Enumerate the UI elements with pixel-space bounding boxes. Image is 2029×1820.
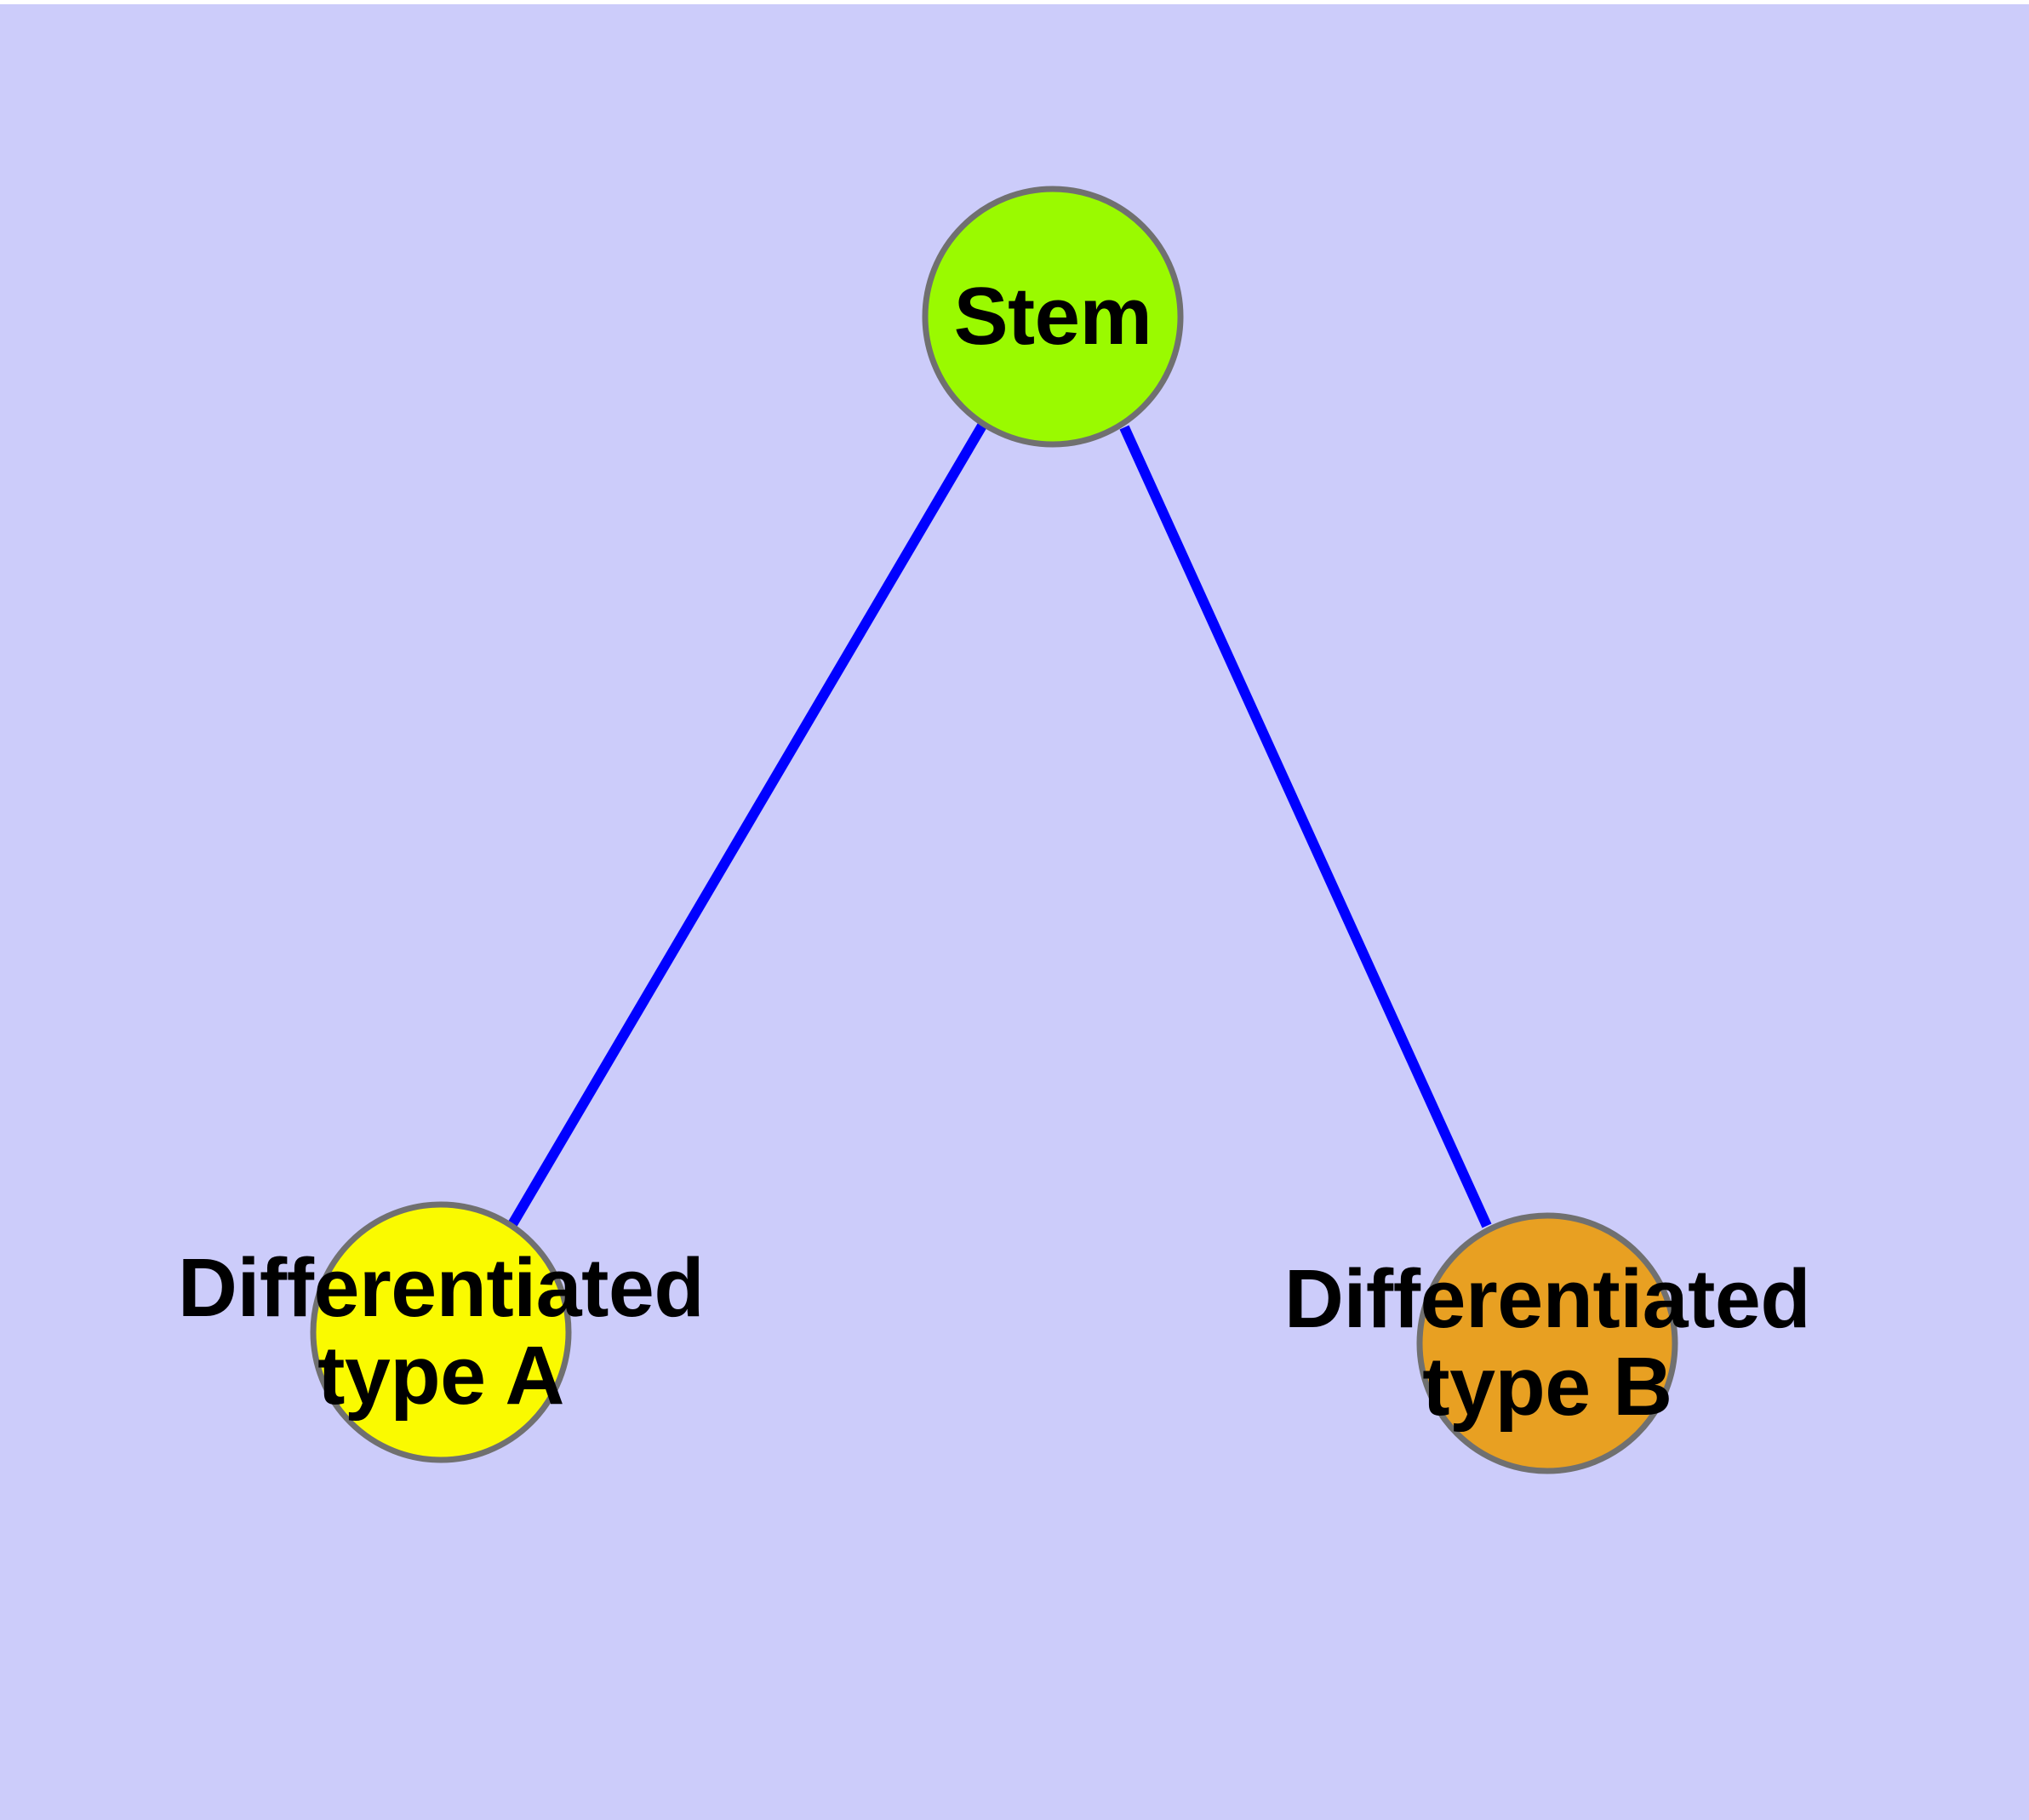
edge-stem-to-differentiated-type-b (1119, 425, 1492, 1228)
node-differentiated-type-a[interactable] (310, 1201, 572, 1463)
edge-layer (506, 422, 1492, 1229)
edge-stem-to-differentiated-type-a (506, 422, 987, 1229)
node-differentiated-type-b[interactable] (1416, 1212, 1678, 1474)
node-stem[interactable] (922, 186, 1184, 448)
node-layer (310, 186, 1678, 1474)
